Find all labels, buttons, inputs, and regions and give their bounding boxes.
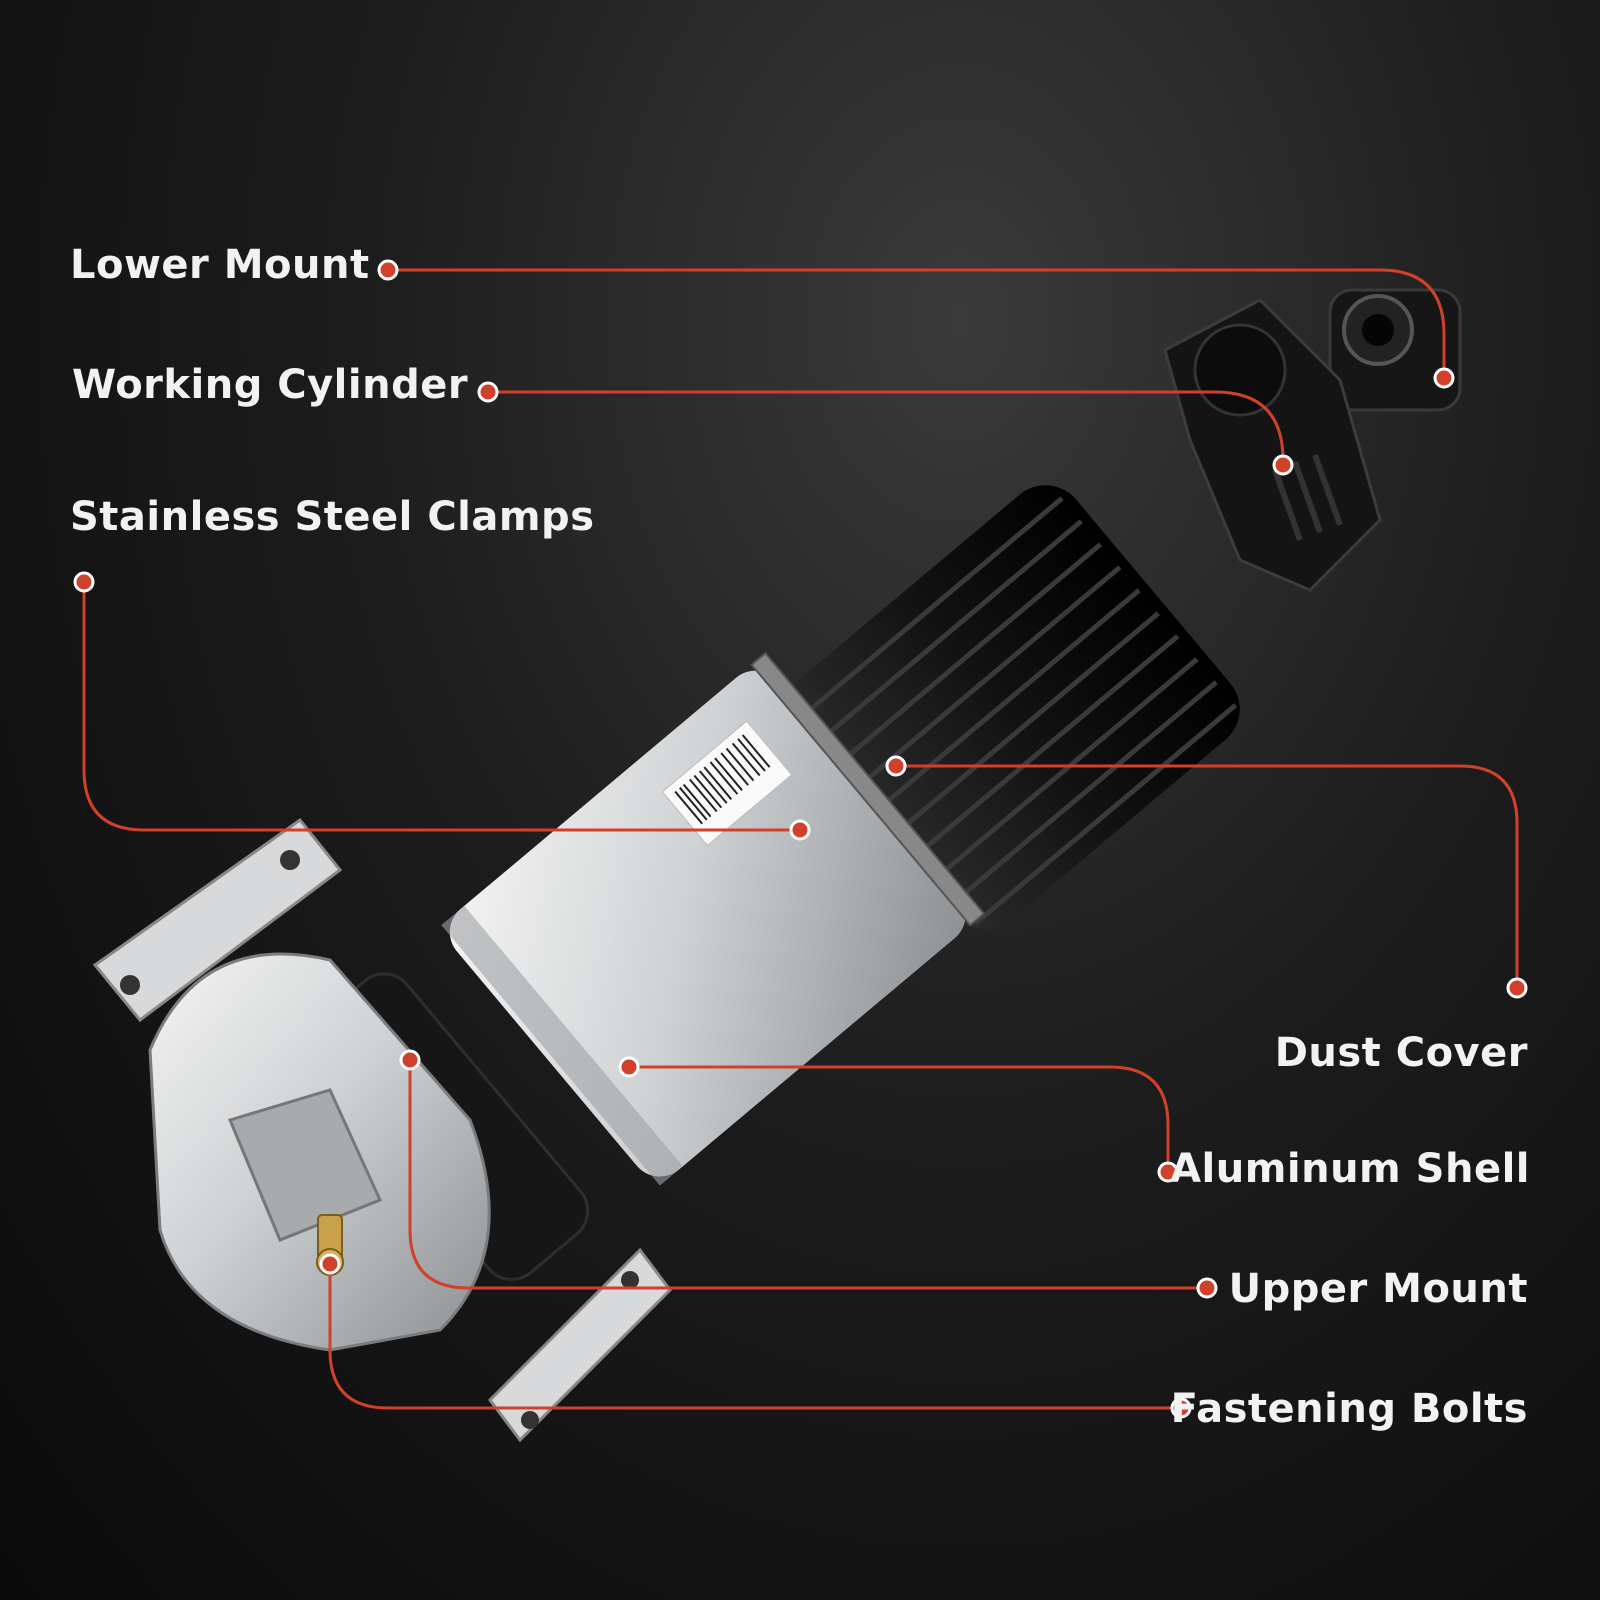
callout-dots xyxy=(73,259,1528,1419)
dot-lower-mount xyxy=(377,259,399,281)
dot-upper-mount xyxy=(1196,1277,1218,1299)
dot-aluminum-shell-target xyxy=(618,1056,640,1078)
aluminum-shell-part xyxy=(441,651,986,1186)
callout-upper-mount: Upper Mount xyxy=(1228,1266,1528,1312)
barcode-sticker xyxy=(661,720,793,847)
dot-dust-cover-target xyxy=(885,755,907,777)
leader-lower-mount xyxy=(388,268,1446,378)
dot-aluminum-shell xyxy=(1157,1161,1179,1183)
callout-leaders xyxy=(82,268,1519,1410)
dot-stainless-steel-clamps xyxy=(73,571,95,593)
dot-working-cylinder xyxy=(477,381,499,403)
dot-working-cylinder-target xyxy=(1272,454,1294,476)
callout-lower-mount: Lower Mount xyxy=(70,242,370,288)
leader-upper-mount xyxy=(408,1060,1207,1290)
dot-fastening-bolts xyxy=(1170,1397,1192,1419)
leader-dust-cover xyxy=(896,764,1519,988)
dot-upper-mount-target xyxy=(399,1049,421,1071)
callout-aluminum-shell: Aluminum Shell xyxy=(1170,1146,1530,1192)
steel-clamp-band xyxy=(750,651,986,927)
leader-stainless-steel-clamps xyxy=(82,582,800,832)
leader-working-cylinder xyxy=(488,390,1285,465)
callout-fastening-bolts: Fastening Bolts xyxy=(1170,1386,1528,1432)
dot-stainless-steel-clamps-target xyxy=(789,819,811,841)
callout-dust-cover: Dust Cover xyxy=(1274,1030,1528,1076)
dot-fastening-bolts-target xyxy=(319,1253,341,1275)
lower-mount-part xyxy=(1328,288,1462,412)
callout-working-cylinder: Working Cylinder xyxy=(72,362,469,408)
leader-aluminum-shell xyxy=(629,1065,1170,1172)
leader-fastening-bolts xyxy=(328,1264,1181,1410)
callout-stainless-steel-clamps: Stainless Steel Clamps xyxy=(70,494,595,540)
dot-dust-cover xyxy=(1506,977,1528,999)
dot-lower-mount-target xyxy=(1433,367,1455,389)
